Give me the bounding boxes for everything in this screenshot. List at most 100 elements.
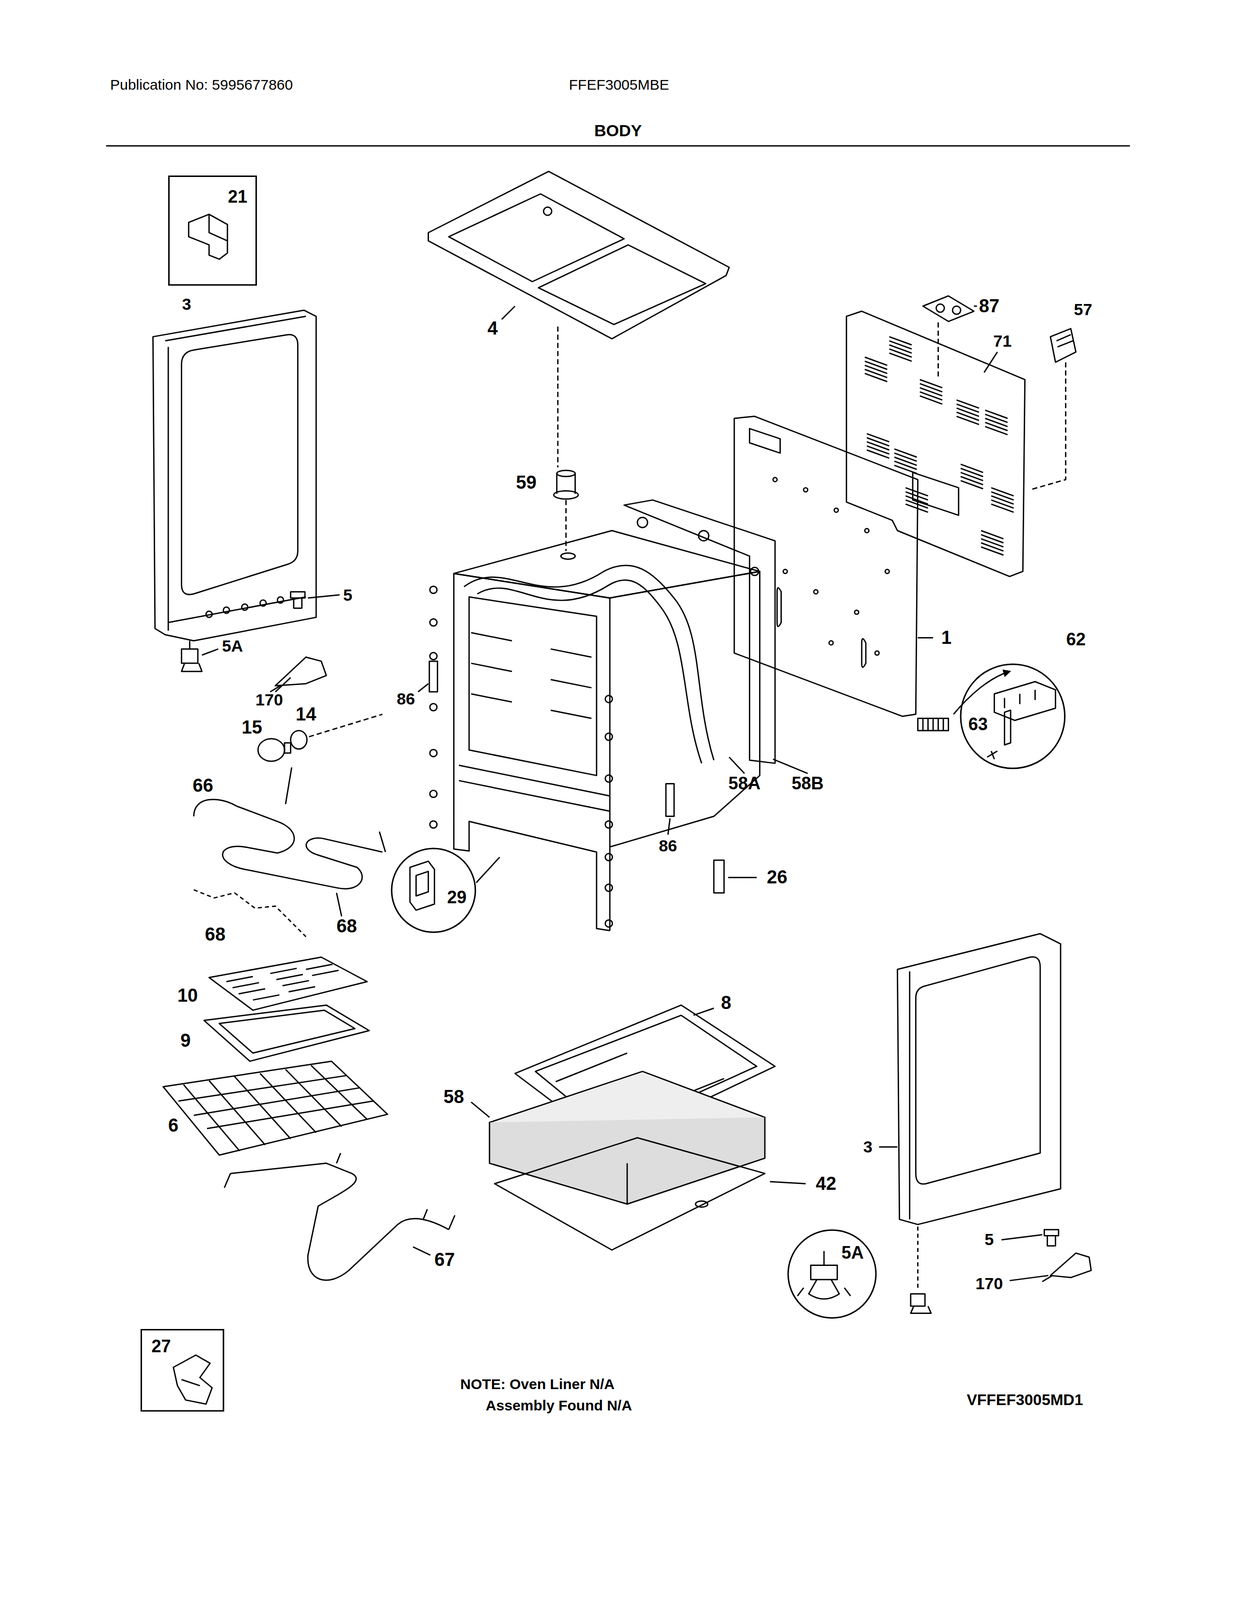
side-panel: [241, 603, 249, 611]
vent-slots: [960, 464, 983, 490]
lamp-parts: [257, 713, 383, 761]
model-number: FFEF3005MBE: [569, 77, 670, 93]
oven-cavity: [429, 586, 438, 594]
drawing-code: VFFEF3005MD1: [966, 1391, 1083, 1408]
broiler-pan-and-rack: [204, 1004, 370, 1062]
vent-slots: [919, 379, 943, 405]
oven-cavity: [429, 618, 438, 626]
vent-slots: [866, 433, 889, 459]
callout-number: 58A: [728, 774, 761, 793]
detail-circle: 29: [390, 847, 477, 934]
bottom-panels: [471, 1004, 806, 1250]
vent-slots: [864, 357, 888, 382]
vent-slots: [864, 336, 1014, 555]
circle-inset-parts: [987, 750, 998, 760]
callout-number: 66: [192, 776, 214, 795]
circle-inset-parts: [410, 860, 435, 910]
side-panel: [915, 956, 1041, 1184]
callout-number: 3: [182, 295, 192, 313]
vent-tube: [553, 470, 578, 551]
side-panel: [165, 316, 306, 631]
header-rule: [106, 145, 1130, 147]
heating-element: [336, 892, 342, 917]
broiler-pan-and-rack: [208, 956, 367, 1010]
oven-cavity: [605, 695, 613, 703]
lamp-parts: [309, 713, 383, 737]
oven-cavity: [750, 567, 760, 576]
back-panel: [813, 589, 818, 594]
leader-lines: [667, 757, 808, 878]
back-panel: [776, 587, 866, 667]
oven-cavity: [471, 632, 592, 719]
callout-number: 86: [658, 837, 678, 854]
vent-slots: [889, 336, 912, 362]
leveling-hardware: [1042, 1252, 1092, 1282]
vent-slots: [991, 487, 1014, 513]
callout-number: 26: [766, 867, 788, 887]
callout-number: 5A: [221, 637, 243, 654]
bottom-panels: [693, 1007, 714, 1015]
callout-number: 1: [941, 628, 952, 647]
oven-cavity: [713, 859, 725, 893]
oven-cavity: [605, 732, 613, 741]
vent-slots: [956, 399, 980, 425]
page-title: BODY: [594, 122, 642, 139]
bottom-panels: [489, 1117, 765, 1205]
callout-number: 5A: [841, 1243, 864, 1262]
lamp-parts: [290, 730, 308, 749]
oven-cavity: [429, 703, 438, 711]
inset-box-outline: [141, 1329, 224, 1411]
oven-cavity: [429, 652, 438, 660]
callout-number: 67: [434, 1250, 455, 1269]
back-panel: [874, 650, 879, 655]
vent-slots: [905, 487, 928, 513]
note-text: NOTE: Oven Liner N/A: [460, 1376, 615, 1392]
broiler-pan-and-rack: [226, 964, 339, 1000]
callout-number: 6: [168, 1115, 179, 1135]
heating-element: [193, 799, 383, 889]
inset-box: 27: [140, 1328, 225, 1411]
side-panel: [223, 606, 230, 614]
bottom-panels: [471, 1101, 490, 1118]
vent-tube: [553, 490, 578, 499]
callout-number: 58: [443, 1087, 464, 1106]
leveling-hardware: [270, 656, 327, 692]
callout-number: 29: [447, 888, 467, 906]
side-panel: [260, 600, 267, 607]
vent-slots: [981, 530, 1004, 555]
header-rule: [106, 145, 1130, 147]
note-text: Assembly Found N/A: [485, 1397, 633, 1413]
back-panel: [803, 487, 808, 492]
callout-number: 4: [487, 318, 498, 338]
oven-cavity: [637, 517, 648, 528]
top-panel: [543, 206, 552, 216]
callout-number: 14: [295, 704, 317, 724]
leveling-hardware: [917, 1226, 919, 1288]
back-panel: [918, 718, 949, 731]
oven-cavity: [476, 856, 500, 883]
leveling-hardware: [181, 640, 203, 672]
callout-number: 10: [177, 985, 198, 1005]
callout-number: 59: [516, 473, 537, 492]
oven-cavity: [453, 573, 610, 931]
node-outline: [787, 1228, 877, 1319]
detail-circle-outline: [788, 1229, 876, 1318]
back-panel: [885, 569, 889, 573]
broiler-pan-and-rack: [163, 1061, 388, 1156]
vent-slots: [984, 410, 1008, 435]
oven-cavity: [609, 571, 760, 847]
heating-element: [224, 1152, 455, 1230]
circle-inset-parts: [1004, 710, 1011, 745]
vent-slots: [894, 448, 917, 474]
back-panel: [834, 507, 839, 512]
leader-lines: [202, 594, 340, 692]
lamp-parts: [284, 742, 291, 753]
detail-circle-outline: [960, 664, 1065, 769]
rear-cover: [846, 311, 1025, 577]
heating-element: [230, 1162, 449, 1280]
back-panel: [864, 528, 869, 533]
oven-cavity: [605, 774, 613, 782]
rear-cover: [922, 295, 974, 322]
